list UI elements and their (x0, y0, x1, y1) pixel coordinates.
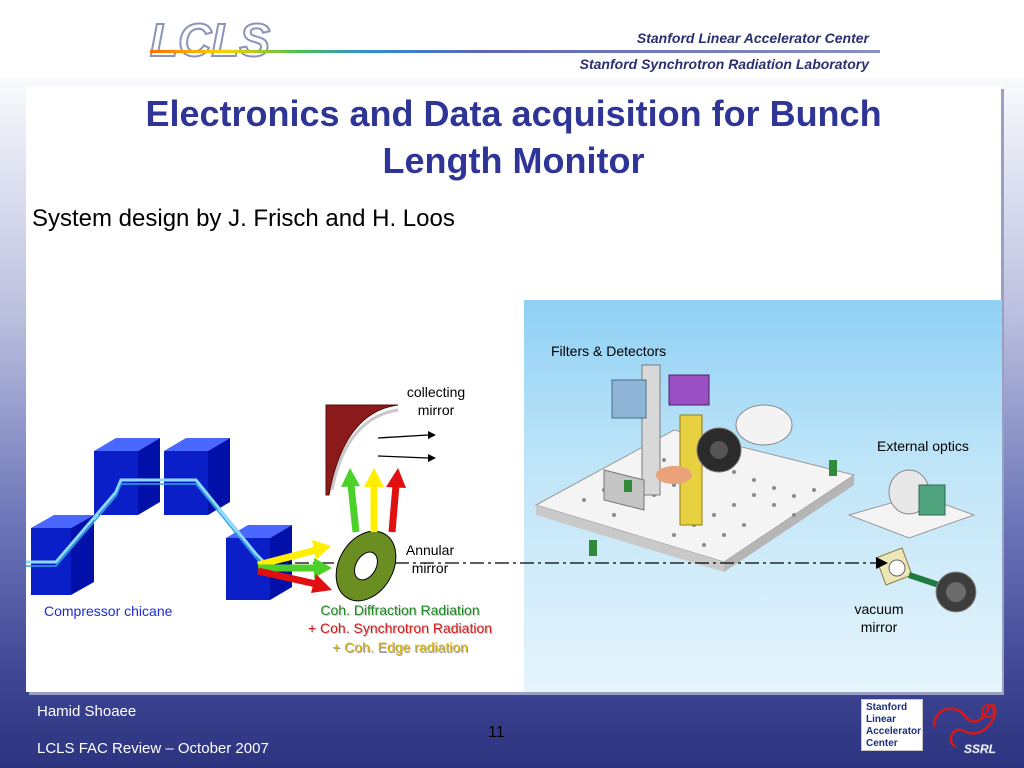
filter-box (611, 379, 647, 419)
slide-header: LCLS Stanford Linear Accelerator Center … (0, 0, 1024, 78)
coh-edge-label: + Coh. Edge radiation (332, 639, 468, 655)
slac-logo-line4: Center (866, 738, 898, 749)
slide-title: Electronics and Data acquisition for Bun… (26, 90, 1001, 184)
electronics-module (668, 374, 710, 406)
chicane-magnet-3 (164, 438, 230, 515)
main-plate-side (724, 475, 854, 572)
electron-beam-path (26, 478, 268, 566)
vertical-radiation-arrows (341, 468, 406, 533)
footer-author: Hamid Shoaee (37, 703, 137, 720)
slac-logo-line3: Accelerator (866, 726, 922, 737)
coh-synchrotron-label: + Coh. Synchrotron Radiation (307, 620, 493, 636)
lcls-logo: LCLS (149, 13, 271, 67)
org-slac: Stanford Linear Accelerator Center (636, 30, 869, 46)
filters-detectors-label: Filters & Detectors (551, 343, 667, 359)
beam-axis-arrowhead (876, 557, 888, 569)
vacuum-mirror-label: vacuum mirror (854, 601, 904, 635)
optical-bench-image (524, 300, 1002, 692)
reflected-beam-arrows (377, 431, 436, 462)
collecting-mirror (325, 404, 399, 496)
slide-subtitle: System design by J. Frisch and H. Loos (32, 205, 455, 232)
annular-mirror (335, 530, 397, 602)
optical-bench-drawing (534, 364, 977, 613)
header-rule (150, 50, 880, 53)
cone-detector (656, 466, 692, 484)
slac-logo-line1: Stanford (866, 702, 908, 713)
slac-logo-line2: Linear (866, 714, 897, 725)
external-optics-label: External optics (877, 438, 969, 454)
chicane-magnet-2 (94, 438, 160, 515)
slac-logo: Stanford Linear Accelerator Center (861, 699, 923, 751)
main-plate-edge (536, 505, 724, 572)
slide-title-line1: Electronics and Data acquisition for Bun… (145, 93, 882, 134)
external-optics-mount (918, 484, 946, 516)
ssrl-logo-text: SSRL (964, 742, 996, 756)
horizontal-radiation-arrows (257, 540, 332, 593)
collecting-mirror-label: collecting mirror (406, 384, 466, 418)
org-ssrl: Stanford Synchrotron Radiation Laborator… (579, 56, 869, 72)
slide-title-line2: Length Monitor (382, 140, 645, 181)
vacuum-mirror-shaft (908, 572, 940, 588)
page-number: 11 (488, 724, 505, 741)
footer-event: LCLS FAC Review – October 2007 (37, 740, 269, 757)
plate-feet (589, 460, 837, 556)
mirror-dish (735, 404, 793, 446)
lcls-logo-text: LCLS (150, 14, 270, 66)
bunch-length-diagram (26, 404, 888, 602)
annular-mirror-label: Annular mirror (405, 542, 455, 576)
compressor-chicane-label: Compressor chicane (44, 603, 173, 619)
coh-diffraction-label: Coh. Diffraction Radiation (320, 602, 480, 618)
ssrl-logo-swirl (932, 704, 997, 749)
ssrl-logo: SSRL (932, 704, 997, 756)
